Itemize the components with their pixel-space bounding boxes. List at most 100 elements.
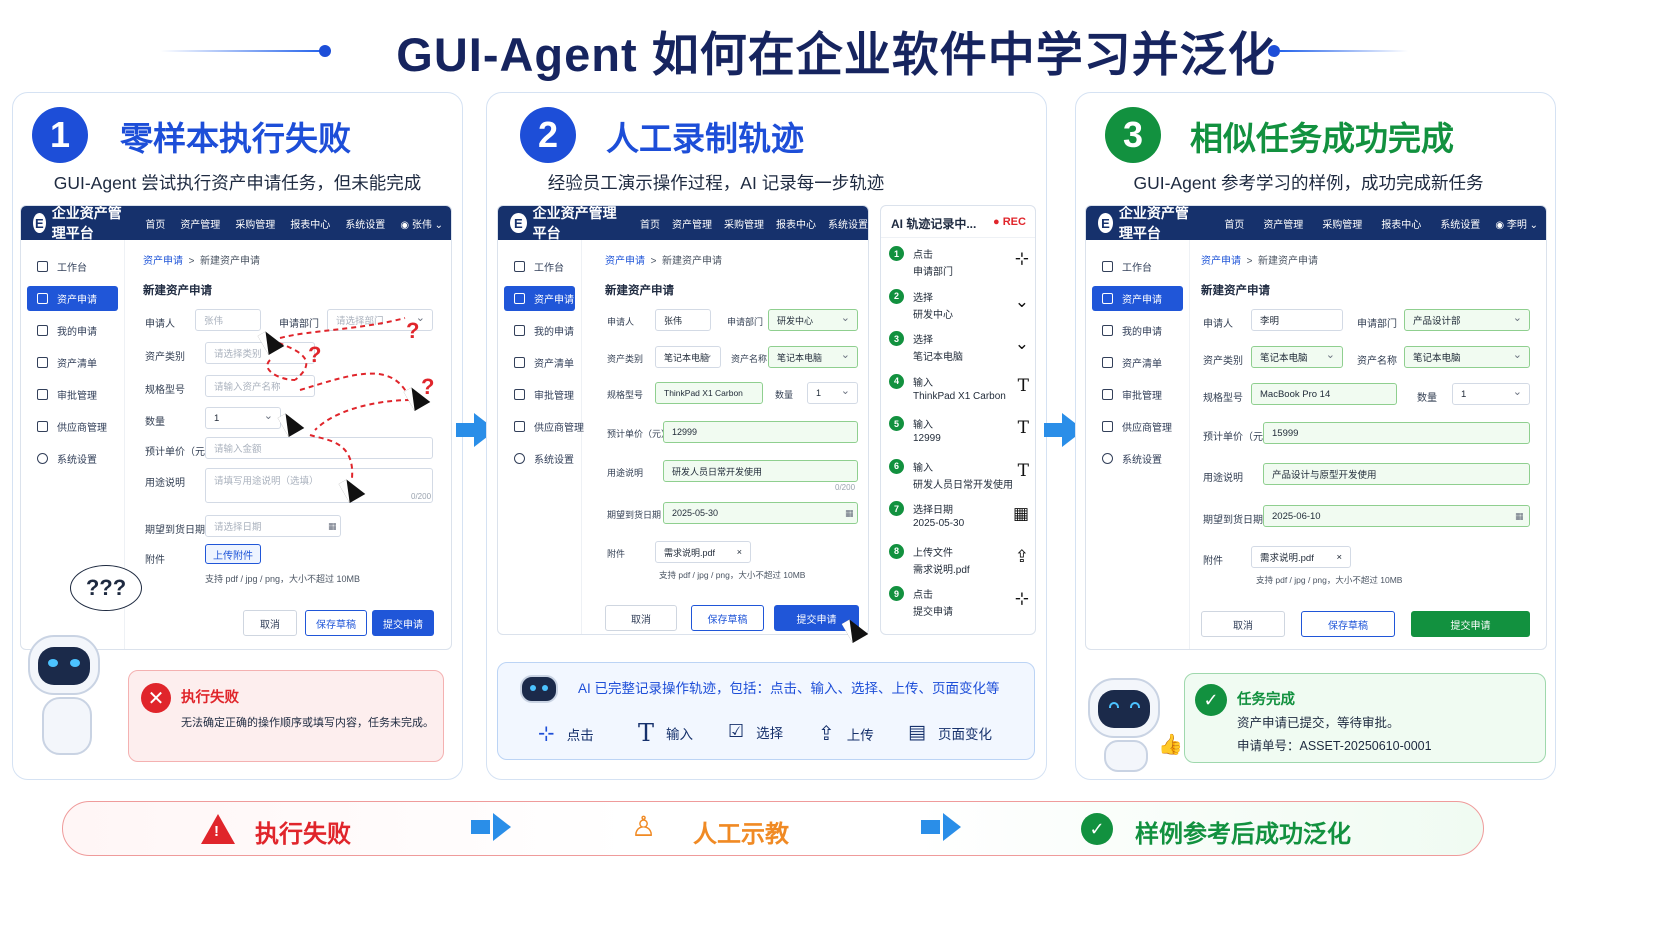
breadcrumb-link[interactable]: 资产申请 (1201, 256, 1241, 267)
nav-assets[interactable]: 资产管理 (1263, 219, 1304, 231)
price-input[interactable]: 12999 (663, 421, 858, 443)
upload-icon: ⇪ (818, 723, 835, 745)
remove-file-icon[interactable]: × (736, 547, 742, 557)
sidebar-item-supplier[interactable]: 供应商管理 (1092, 414, 1183, 439)
quantity-select[interactable]: 1 (205, 407, 281, 429)
applicant-field[interactable]: 张伟 (195, 309, 261, 331)
save-draft-button[interactable]: 保存草稿 (691, 605, 764, 631)
sidebar-item-my-requests[interactable]: 我的申请 (504, 318, 575, 343)
sidebar-item-asset-request[interactable]: 资产申请 (504, 286, 575, 311)
sidebar-item-asset-request[interactable]: 资产申请 (27, 286, 118, 311)
sidebar-item-workbench[interactable]: 工作台 (504, 254, 575, 279)
step-number-1: 1 (32, 107, 88, 163)
asset-name-input[interactable]: 请输入资产名称 (205, 375, 315, 397)
user-menu[interactable]: ◉ 张伟 ⌄ (400, 219, 443, 231)
department-select[interactable]: 产品设计部 (1404, 309, 1530, 331)
sidebar-item-supplier[interactable]: 供应商管理 (504, 414, 584, 439)
sidebar-item-asset-list[interactable]: 资产清单 (504, 350, 575, 375)
date-picker[interactable]: 2025-06-10 (1263, 505, 1530, 527)
confused-robot-icon (18, 635, 118, 775)
sidebar-item-system[interactable]: 系统设置 (27, 446, 118, 471)
save-draft-button[interactable]: 保存草稿 (305, 610, 367, 636)
nav-purchase[interactable]: 采购管理 (1322, 219, 1363, 231)
app-topbar: E 企业资产管理平台 首页 资产管理 采购管理 报表中心 系统设置 ◉ 张伟 ⌄ (21, 206, 451, 241)
nav-settings[interactable]: 系统设置 (828, 219, 868, 231)
sidebar-item-workbench[interactable]: 工作台 (1092, 254, 1183, 279)
quantity-select[interactable]: 1 (807, 382, 858, 404)
sidebar-item-asset-list[interactable]: 资产清单 (27, 350, 118, 375)
nav-settings[interactable]: 系统设置 (1440, 219, 1481, 231)
step-number: 7 (889, 501, 904, 516)
submit-button[interactable]: 提交申请 (1411, 611, 1530, 637)
sidebar-item-asset-list[interactable]: 资产清单 (1092, 350, 1183, 375)
breadcrumb-link[interactable]: 资产申请 (143, 256, 183, 267)
step-number: 5 (889, 416, 904, 431)
happy-robot-icon: 👍 (1082, 672, 1183, 772)
breadcrumb-link[interactable]: 资产申请 (605, 256, 645, 267)
nav-home[interactable]: 首页 (145, 219, 166, 231)
asset-name-select[interactable]: 笔记本电脑 (1404, 346, 1530, 368)
gear-icon (1102, 453, 1113, 464)
thought-bubble: ??? (70, 565, 142, 611)
sidebar-item-workbench[interactable]: 工作台 (27, 254, 118, 279)
model-input[interactable]: ThinkPad X1 Carbon (655, 382, 763, 404)
gear-icon (514, 453, 525, 464)
sidebar-item-my-requests[interactable]: 我的申请 (1092, 318, 1183, 343)
panel-subtitle-3: GUI-Agent 参考学习的样例，成功完成新任务 (1133, 173, 1484, 193)
nav-reports[interactable]: 报表中心 (776, 219, 816, 231)
nav-home[interactable]: 首页 (1224, 219, 1245, 231)
step-action: 输入 (913, 377, 933, 389)
sidebar-item-approval[interactable]: 审批管理 (1092, 382, 1183, 407)
sidebar-item-supplier[interactable]: 供应商管理 (27, 414, 118, 439)
department-select[interactable]: 请选择部门 (327, 309, 433, 331)
robot-icon (516, 669, 562, 709)
nav-reports[interactable]: 报表中心 (1381, 219, 1422, 231)
nav-settings[interactable]: 系统设置 (345, 219, 386, 231)
model-input[interactable]: MacBook Pro 14 (1251, 383, 1397, 405)
purpose-textarea[interactable]: 产品设计与原型开发使用 (1263, 463, 1530, 485)
upload-button[interactable]: 上传附件 (205, 544, 261, 564)
thumbs-up-icon: 👍 (1158, 734, 1183, 756)
nav-home[interactable]: 首页 (640, 219, 660, 231)
sidebar-item-approval[interactable]: 审批管理 (27, 382, 118, 407)
success-callout: ✓ 任务完成 资产申请已提交，等待审批。 申请单号：ASSET-20250610… (1184, 673, 1546, 763)
title-line-right (1280, 50, 1408, 52)
approval-icon (37, 389, 48, 400)
nav-purchase[interactable]: 采购管理 (724, 219, 764, 231)
purpose-textarea[interactable]: 请填写用途说明（选填） (205, 468, 433, 503)
sidebar-item-approval[interactable]: 审批管理 (504, 382, 575, 407)
category-select[interactable]: 笔记本电脑 (1251, 346, 1343, 368)
nav-reports[interactable]: 报表中心 (290, 219, 331, 231)
attached-file: 需求说明.pdf× (655, 541, 751, 563)
asset-name-select[interactable]: 笔记本电脑 (768, 346, 858, 368)
applicant-field[interactable]: 李明 (1251, 309, 1343, 331)
cancel-button[interactable]: 取消 (1201, 611, 1285, 637)
date-picker[interactable]: 请选择日期 (205, 515, 341, 537)
save-draft-button[interactable]: 保存草稿 (1301, 611, 1395, 637)
sidebar-item-system[interactable]: 系统设置 (1092, 446, 1183, 471)
label-department: 申请部门 (727, 317, 764, 327)
nav-purchase[interactable]: 采购管理 (235, 219, 276, 231)
cancel-button[interactable]: 取消 (605, 605, 677, 631)
nav-assets[interactable]: 资产管理 (180, 219, 221, 231)
submit-button[interactable]: 提交申请 (774, 605, 859, 631)
submit-button[interactable]: 提交申请 (372, 610, 434, 636)
sidebar-item-my-requests[interactable]: 我的申请 (27, 318, 118, 343)
sidebar-item-system[interactable]: 系统设置 (504, 446, 575, 471)
date-picker[interactable]: 2025-05-30 (663, 502, 858, 524)
quantity-select[interactable]: 1 (1452, 383, 1530, 405)
price-input[interactable]: 15999 (1263, 422, 1530, 444)
app-logo-icon: E (510, 213, 527, 233)
nav-assets[interactable]: 资产管理 (672, 219, 712, 231)
remove-file-icon[interactable]: × (1336, 551, 1342, 563)
user-menu[interactable]: ◉ 李明 ⌄ (1495, 219, 1538, 231)
department-select[interactable]: 研发中心 (768, 309, 858, 331)
cancel-button[interactable]: 取消 (243, 610, 297, 636)
applicant-field[interactable]: 张伟 (655, 309, 711, 331)
purpose-textarea[interactable]: 研发人员日常开发使用 (663, 460, 858, 482)
app-topbar: E 企业资产管理平台 首页 资产管理 采购管理 报表中心 系统设置 ◉ 李明 ⌄ (1086, 206, 1546, 241)
category-select[interactable]: 笔记本电脑 (655, 346, 721, 368)
sidebar-item-asset-request[interactable]: 资产申请 (1092, 286, 1183, 311)
